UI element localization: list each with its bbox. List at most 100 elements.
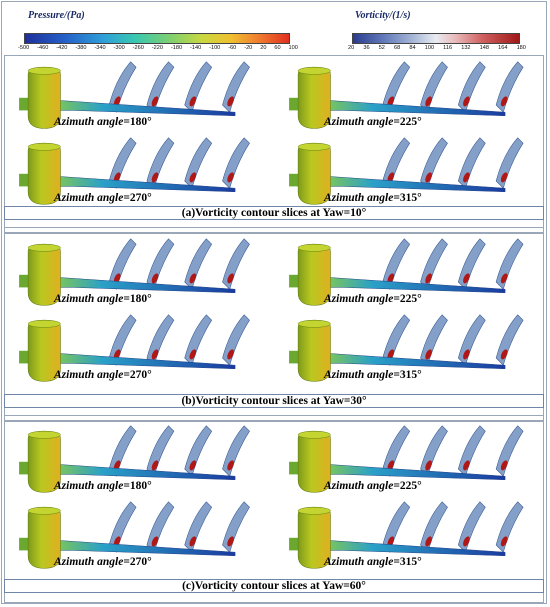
group-b-box — [4, 233, 544, 421]
vortex-core — [463, 349, 470, 360]
pressure-tick: -460 — [37, 45, 49, 51]
azimuth-label: Azimuth angle=315° — [324, 369, 422, 381]
vortex-slice — [495, 501, 524, 553]
pressure-tick: -500 — [18, 45, 30, 51]
flow-panel — [6, 313, 268, 385]
hub-top — [27, 66, 61, 75]
vortex-core — [500, 96, 508, 107]
azimuth-label-value: =180° — [123, 293, 152, 305]
vortex-slice — [420, 61, 448, 113]
pressure-tick: -60 — [228, 45, 237, 51]
vortex-core — [151, 349, 159, 360]
vortex-slice — [495, 238, 524, 290]
vortex-slice — [457, 137, 486, 189]
azimuth-label-text: Azimuth angle — [54, 556, 124, 568]
azimuth-label-text: Azimuth angle — [324, 369, 394, 381]
group-c-box — [4, 421, 544, 603]
flow-visualization — [289, 137, 524, 205]
pressure-tick: -380 — [75, 45, 87, 51]
pressure-tick: -100 — [209, 45, 221, 51]
vortex-slice — [184, 501, 213, 553]
azimuth-label-text: Azimuth angle — [54, 192, 124, 204]
flow-panel — [276, 500, 538, 572]
separator-a — [4, 220, 544, 228]
vortex-core — [151, 460, 159, 471]
group-a-box — [4, 55, 544, 233]
pressure-tick: -300 — [113, 45, 125, 51]
vortex-core — [227, 349, 234, 360]
azimuth-label: Azimuth angle=270° — [54, 369, 152, 381]
blade — [45, 99, 236, 117]
azimuth-label-value: =315° — [393, 369, 422, 381]
vortex-core — [500, 536, 508, 547]
vortex-core — [151, 172, 159, 183]
vortex-core — [113, 349, 121, 360]
flow-panel — [6, 424, 268, 496]
blade — [315, 175, 506, 193]
pressure-tick: -420 — [56, 45, 68, 51]
flow-panel — [6, 500, 268, 572]
vortex-core — [425, 460, 432, 471]
azimuth-label-value: =225° — [393, 480, 422, 492]
pressure-colorbar — [24, 33, 290, 44]
vortex-slice — [495, 425, 524, 477]
vortex-core — [500, 349, 508, 360]
vorticity-tick: 36 — [363, 45, 370, 51]
vortex-core — [189, 536, 197, 547]
azimuth-label: Azimuth angle=180° — [54, 116, 152, 128]
vortex-slice — [222, 61, 250, 113]
blade — [315, 463, 506, 481]
blade — [315, 276, 506, 294]
vortex-slice — [457, 61, 486, 113]
vortex-core — [425, 172, 432, 183]
pressure-tick: -340 — [94, 45, 106, 51]
vorticity-colorbar — [352, 33, 520, 44]
azimuth-label: Azimuth angle=270° — [54, 192, 152, 204]
vorticity-tick: 148 — [479, 45, 489, 51]
blade — [45, 352, 236, 370]
flow-visualization — [289, 61, 524, 129]
vortex-core — [463, 172, 470, 183]
vortex-core — [425, 349, 432, 360]
vortex-slice — [420, 501, 448, 553]
vortex-core — [500, 460, 508, 471]
flow-visualization — [289, 501, 524, 569]
azimuth-label-value: =315° — [393, 192, 422, 204]
flow-panel — [276, 136, 538, 208]
pressure-ticks: -500-460-420-380-340-300-260-220-180-140… — [18, 45, 298, 51]
vortex-core — [151, 273, 159, 284]
pressure-legend-title: Pressure/(Pa) — [28, 10, 85, 21]
flow-visualization — [19, 314, 250, 382]
flow-visualization — [19, 61, 250, 129]
flow-panel — [276, 237, 538, 309]
vortex-slice — [222, 425, 250, 477]
vorticity-tick: 68 — [394, 45, 401, 51]
azimuth-label-text: Azimuth angle — [54, 480, 124, 492]
azimuth-label-text: Azimuth angle — [324, 116, 394, 128]
vortex-slice — [146, 238, 175, 290]
blade — [45, 175, 236, 193]
vortex-core — [113, 172, 121, 183]
vorticity-tick: 116 — [443, 45, 453, 51]
azimuth-label-text: Azimuth angle — [54, 369, 124, 381]
azimuth-label: Azimuth angle=315° — [324, 556, 422, 568]
flow-visualization — [289, 425, 524, 493]
vortex-slice — [184, 425, 213, 477]
vortex-core — [113, 536, 121, 547]
separator-b — [4, 408, 544, 416]
vortex-core — [463, 273, 470, 284]
vortex-core — [151, 536, 159, 547]
vortex-slice — [495, 314, 524, 366]
azimuth-label-text: Azimuth angle — [324, 293, 394, 305]
azimuth-label-value: =270° — [123, 369, 152, 381]
azimuth-label-text: Azimuth angle — [324, 556, 394, 568]
vorticity-tick: 180 — [516, 45, 526, 51]
vortex-core — [189, 273, 197, 284]
azimuth-label: Azimuth angle=270° — [54, 556, 152, 568]
hub-top — [297, 142, 331, 151]
hub-top — [297, 430, 331, 439]
hub-top — [297, 506, 331, 515]
vortex-slice — [146, 425, 175, 477]
vortex-core — [227, 172, 234, 183]
vortex-slice — [146, 137, 175, 189]
